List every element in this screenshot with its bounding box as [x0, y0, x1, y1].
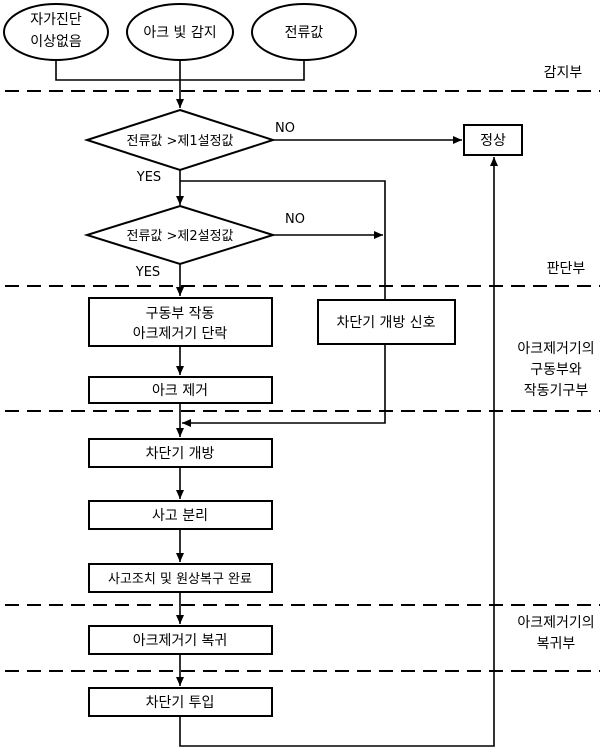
- section-restore-1: 아크제거기의: [517, 615, 594, 631]
- section-detect: 감지부: [544, 65, 583, 81]
- arc-detect-label: 아크 빛 감지: [143, 25, 216, 41]
- decision-first-label: 전류값 >제1설정값: [126, 134, 233, 149]
- restore-complete-box: [88, 563, 273, 593]
- self-diagnosis-label-1: 자가진단: [30, 12, 82, 28]
- section-drive-2: 구동부와: [530, 362, 582, 378]
- arc-remove-label: 아크 제거: [152, 383, 208, 399]
- self-diagnosis-label-2: 이상없음: [30, 34, 82, 50]
- arrow-signal-to-open: [182, 344, 386, 427]
- arrow-back-to-normal: [179, 157, 498, 747]
- eliminator-restore-label: 아크제거기 복귀: [133, 633, 228, 649]
- drive-label-1: 구동부 작동: [146, 306, 215, 322]
- eliminator-restore-box: [88, 625, 273, 655]
- fault-isolate-label: 사고 분리: [152, 508, 208, 524]
- edge-yes2: YES: [135, 265, 160, 280]
- edge-no2: NO: [285, 212, 305, 227]
- breaker-close-label: 차단기 투입: [146, 695, 215, 711]
- edge-yes1: YES: [136, 170, 161, 185]
- section-drive-3: 작동기구부: [524, 383, 589, 399]
- breaker-open-box: [88, 438, 273, 468]
- normal-label: 정상: [480, 133, 506, 149]
- normal-box: [463, 124, 523, 156]
- section-drive-1: 아크제거기의: [517, 341, 594, 357]
- decision-second-label: 전류값 >제2설정값: [126, 229, 233, 244]
- edge-no1: NO: [275, 121, 295, 136]
- breaker-close-box: [88, 687, 273, 717]
- breaker-signal-label: 차단기 개방 신호: [336, 315, 435, 331]
- current-value-label: 전류값: [285, 25, 324, 41]
- breaker-open-label: 차단기 개방: [146, 446, 215, 462]
- breaker-signal-box: [317, 299, 456, 345]
- section-judge: 판단부: [547, 261, 586, 277]
- restore-complete-label: 사고조치 및 원상복구 완료: [108, 572, 252, 587]
- section-restore-2: 복귀부: [537, 636, 576, 652]
- drive-label-2: 아크제거기 단락: [133, 326, 228, 342]
- arrow-to-breaker-signal: [180, 180, 389, 312]
